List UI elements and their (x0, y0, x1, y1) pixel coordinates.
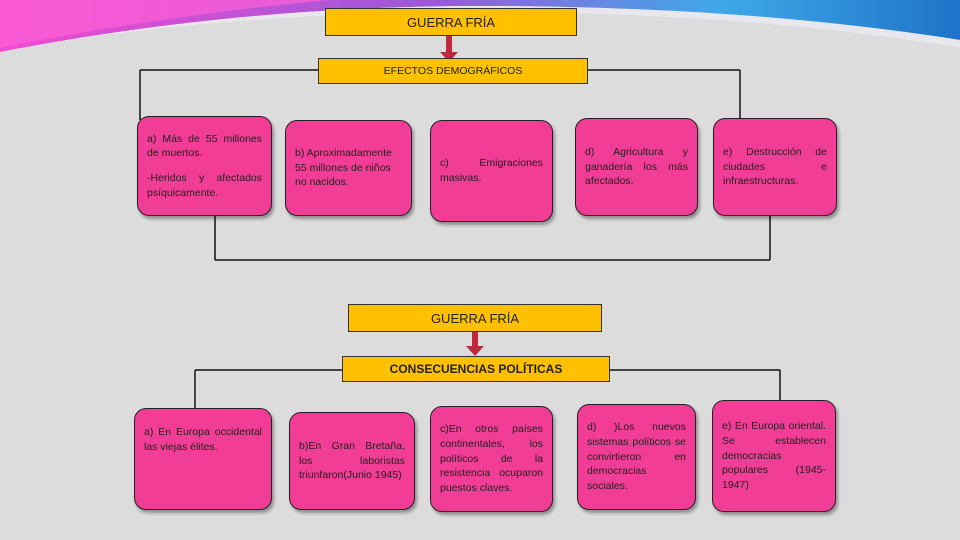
card-text: c)En otros países continentales, los pol… (440, 423, 543, 495)
top-card-c: c) Emigraciones masivas. (430, 120, 553, 222)
top-subtitle-box: EFECTOS DEMOGRÁFICOS (318, 58, 588, 84)
card-text: c) Emigraciones masivas. (440, 157, 543, 184)
card-text: -Heridos y afectados psíquicamente. (147, 172, 262, 199)
card-text: b) Aproximadamente 55 millones de niños … (295, 146, 392, 189)
top-card-b: b) Aproximadamente 55 millones de niños … (285, 120, 412, 216)
bottom-card-a: a) En Europa occidental las viejas élite… (134, 408, 272, 510)
top-title: GUERRA FRÍA (406, 14, 496, 30)
bottom-title-box: GUERRA FRÍA (348, 304, 602, 332)
bottom-subtitle-box: CONSECUENCIAS POLÍTICAS (342, 356, 610, 382)
top-title-box: GUERRA FRÍA (325, 8, 577, 36)
bottom-subtitle: CONSECUENCIAS POLÍTICAS (389, 362, 563, 376)
top-card-e: e) Destrucción de ciudades e infraestruc… (713, 118, 837, 216)
bottom-card-c: c)En otros países continentales, los pol… (430, 406, 553, 512)
card-text: b)En Gran Bretaña, los laboristas triunf… (299, 439, 405, 482)
bottom-card-e: e) En Europa oriental. Se establecen dem… (712, 400, 836, 512)
top-card-a: a) Más de 55 millones de muertos. -Herid… (137, 116, 272, 216)
top-card-d: d) Agricultura y ganadería los más afect… (575, 118, 698, 216)
bottom-card-d: d) )Los nuevos sistemas políticos se con… (577, 404, 696, 510)
bottom-title: GUERRA FRÍA (430, 310, 520, 326)
card-text: d) Agricultura y ganadería los más afect… (585, 145, 688, 188)
bottom-card-b: b)En Gran Bretaña, los laboristas triunf… (289, 412, 415, 510)
top-subtitle: EFECTOS DEMOGRÁFICOS (383, 65, 523, 77)
card-text: e) En Europa oriental. Se establecen dem… (722, 420, 826, 492)
card-text: a) En Europa occidental las viejas élite… (144, 426, 262, 453)
card-text: d) )Los nuevos sistemas políticos se con… (587, 421, 686, 493)
card-text: a) Más de 55 millones de muertos. (147, 132, 262, 160)
arrow-top (440, 36, 458, 62)
arrow-bottom (466, 332, 484, 356)
card-text: e) Destrucción de ciudades e infraestruc… (723, 145, 827, 188)
